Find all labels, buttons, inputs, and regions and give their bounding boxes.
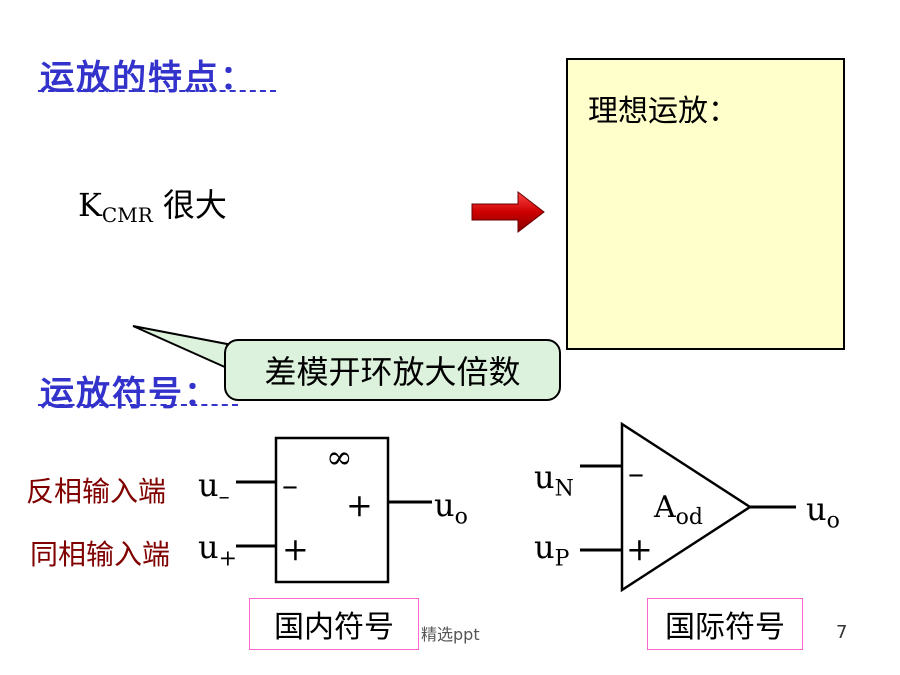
- callout-box: 差模开环放大倍数: [224, 339, 561, 401]
- ideal-opamp-title: 理想运放：: [588, 94, 738, 129]
- heading-features-underline: [38, 90, 276, 92]
- domestic-box-minus: –: [282, 466, 298, 504]
- footer-text: 精选ppt: [421, 625, 480, 644]
- kcmr-tail: 很大: [152, 186, 227, 224]
- international-caption: 国际符号: [647, 598, 803, 650]
- international-output: uo: [806, 490, 840, 534]
- domestic-box-plus-out: +: [346, 486, 373, 524]
- international-opamp-symbol: [580, 421, 796, 593]
- international-minus: –: [628, 454, 644, 492]
- noninverting-input-label: 同相输入端: [30, 538, 171, 571]
- international-caption-text: 国际符号: [665, 610, 785, 645]
- ideal-opamp-box: 理想运放：: [566, 58, 845, 350]
- kcmr-sub: CMR: [101, 203, 153, 227]
- right-arrow-icon: [471, 190, 545, 234]
- heading-symbols-underline: [38, 404, 238, 406]
- heading-symbols: 运放符号：: [40, 374, 220, 414]
- international-input-n: uN: [534, 458, 574, 502]
- inverting-input-label: 反相输入端: [26, 475, 167, 508]
- domestic-caption: 国内符号: [249, 598, 419, 650]
- domestic-input-minus: u–: [198, 466, 230, 510]
- domestic-output: uo: [434, 486, 468, 530]
- international-input-p: uP: [534, 528, 570, 572]
- domestic-caption-text: 国内符号: [274, 610, 394, 645]
- callout-text: 差模开环放大倍数: [264, 353, 521, 391]
- callout-pointer: [132, 325, 228, 370]
- kcmr-main: K: [78, 186, 102, 224]
- kcmr-text: KCMR 很大: [78, 180, 227, 227]
- domestic-input-plus: u+: [198, 528, 238, 572]
- domestic-opamp-symbol: [236, 436, 432, 584]
- domestic-infinity: ∞: [326, 438, 353, 476]
- domestic-box-plus-in: +: [282, 530, 309, 568]
- international-gain: Aod: [654, 490, 703, 530]
- international-plus: +: [626, 530, 653, 568]
- page-number: 7: [836, 622, 848, 643]
